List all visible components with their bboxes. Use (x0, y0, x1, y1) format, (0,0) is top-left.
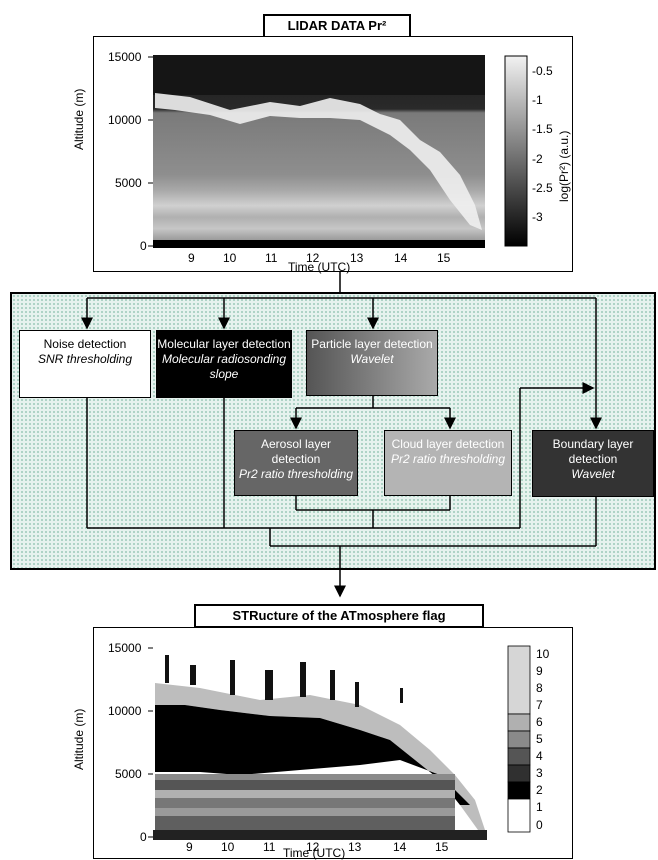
top-ytick-3: 0 (140, 239, 147, 253)
top-xtick-1: 10 (223, 251, 237, 265)
bottom-cbar-tick-5: 5 (536, 732, 543, 746)
top-ytick-0: 15000 (108, 50, 142, 64)
top-xtick-2: 11 (265, 251, 278, 265)
top-cbar-tick-4: -2.5 (532, 181, 553, 195)
bottom-xtick-4: 13 (348, 840, 362, 854)
bottom-ytick-2: 5000 (115, 767, 142, 781)
bottom-cbar-tick-6: 6 (536, 715, 543, 729)
bottom-cbar-tick-4: 4 (536, 749, 543, 763)
bottom-xtick-1: 10 (221, 840, 235, 854)
bottom-x-axis-label: Time (UTC) (283, 846, 346, 860)
top-y-axis-label: Altitude (m) (72, 88, 86, 150)
top-ytick-2: 5000 (115, 176, 142, 190)
top-colorbar-label: log(Pr²) (a.u.) (557, 130, 571, 202)
bottom-ytick-3: 0 (140, 830, 147, 844)
bottom-xtick-2: 11 (263, 840, 276, 854)
aerosol-detection-box: Aerosol layer detection Pr2 ratio thresh… (234, 430, 358, 496)
top-cbar-tick-2: -1.5 (532, 122, 553, 136)
top-x-axis-label: Time (UTC) (288, 260, 351, 274)
particle-detection-box: Particle layer detection Wavelet (306, 330, 438, 396)
bottom-cbar-tick-9: 9 (536, 664, 543, 678)
top-cbar-tick-1: -1 (532, 93, 543, 107)
bottom-chart-title: STRucture of the ATmosphere flag (194, 604, 484, 628)
cloud-detection-box: Cloud layer detection Pr2 ratio threshol… (384, 430, 512, 496)
bottom-cbar-tick-8: 8 (536, 681, 543, 695)
bottom-cbar-tick-3: 3 (536, 766, 543, 780)
bottom-ytick-0: 15000 (108, 641, 142, 655)
noise-detection-box: Noise detection SNR thresholding (19, 330, 151, 398)
bottom-cbar-tick-10: 10 (536, 647, 550, 661)
top-xtick-4: 13 (350, 251, 364, 265)
top-chart-frame (93, 36, 573, 272)
bottom-cbar-tick-1: 1 (536, 800, 543, 814)
bottom-cbar-tick-2: 2 (536, 783, 543, 797)
bottom-xtick-5: 14 (393, 840, 407, 854)
top-xtick-6: 15 (437, 251, 451, 265)
top-xtick-0: 9 (188, 251, 195, 265)
bottom-xtick-6: 15 (435, 840, 449, 854)
top-xtick-3: 12 (306, 251, 320, 265)
top-cbar-tick-5: -3 (532, 210, 543, 224)
top-cbar-tick-3: -2 (532, 152, 543, 166)
bottom-xtick-3: 12 (306, 840, 320, 854)
bottom-chart-frame (93, 627, 573, 859)
boundary-detection-box: Boundary layer detection Wavelet (532, 430, 654, 497)
top-ytick-1: 10000 (108, 113, 142, 127)
bottom-cbar-tick-7: 7 (536, 698, 543, 712)
bottom-y-axis-label: Altitude (m) (72, 708, 86, 770)
top-cbar-tick-0: -0.5 (532, 64, 553, 78)
bottom-xtick-0: 9 (186, 840, 193, 854)
molecular-detection-box: Molecular layer detection Molecular radi… (156, 330, 292, 398)
bottom-cbar-tick-0: 0 (536, 818, 543, 832)
bottom-ytick-1: 10000 (108, 704, 142, 718)
top-xtick-5: 14 (394, 251, 408, 265)
top-chart-title: LIDAR DATA Pr² (263, 14, 411, 38)
